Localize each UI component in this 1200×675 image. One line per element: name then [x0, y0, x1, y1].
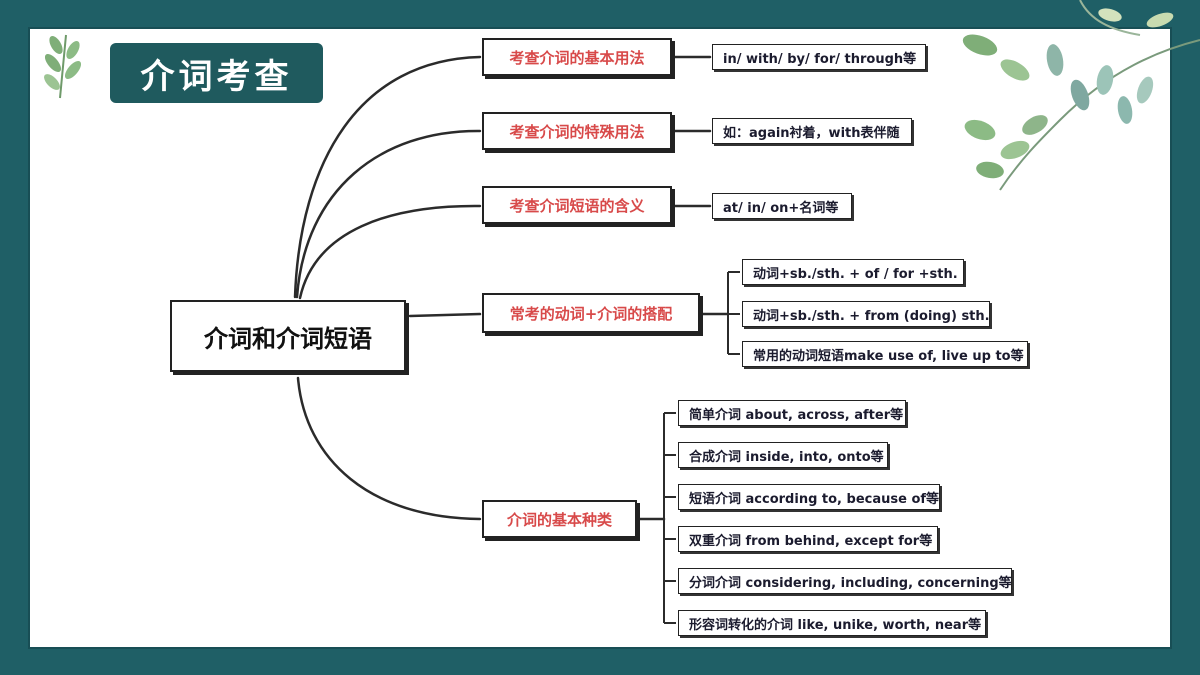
branch-special-usage: 考查介词的特殊用法: [482, 112, 672, 150]
branch-phrase-meaning: 考查介词短语的含义: [482, 186, 672, 224]
leaf-verb-of-for: 动词+sb./sth. + of / for +sth.: [742, 259, 964, 285]
leaf-common-phrasal-verbs: 常用的动词短语make use of, live up to等: [742, 341, 1028, 367]
leaf-branch-right-icon: [962, 0, 1200, 191]
leaf-simple-prepositions: 简单介词 about, across, after等: [678, 400, 906, 426]
leaf-sprig-left-icon: [44, 34, 82, 99]
branch-basic-types: 介词的基本种类: [482, 500, 637, 538]
branch-verb-preposition: 常考的动词+介词的搭配: [482, 293, 700, 333]
leaf-verb-from-doing: 动词+sb./sth. + from (doing) sth.: [742, 301, 990, 327]
leaf-participle-prepositions: 分词介词 considering, including, concerning等: [678, 568, 1012, 594]
branch-basic-usage: 考查介词的基本用法: [482, 38, 672, 76]
page-title: 介词考查: [110, 43, 323, 103]
central-topic: 介词和介词短语: [170, 300, 406, 372]
leaf-phrase-meaning: at/ in/ on+名词等: [712, 193, 852, 219]
leaf-phrasal-prepositions: 短语介词 according to, because of等: [678, 484, 940, 510]
leaf-special-usage: 如：again衬着，with表伴随: [712, 118, 912, 144]
leaf-adjective-prepositions: 形容词转化的介词 like, unike, worth, near等: [678, 610, 986, 636]
leaf-double-prepositions: 双重介词 from behind, except for等: [678, 526, 938, 552]
leaf-basic-usage: in/ with/ by/ for/ through等: [712, 44, 926, 70]
leaf-compound-prepositions: 合成介词 inside, into, onto等: [678, 442, 888, 468]
